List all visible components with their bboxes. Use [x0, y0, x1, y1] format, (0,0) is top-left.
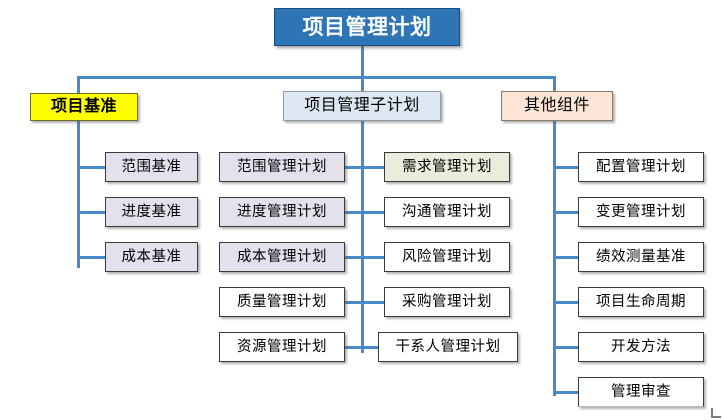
leaf-node-management-review[interactable]: 管理审查	[578, 377, 704, 407]
branch-other-4	[553, 301, 578, 304]
branch-subplan-left-4	[345, 301, 364, 304]
category-node-project-baseline[interactable]: 项目基准	[30, 93, 138, 121]
leaf-node-resource-management-plan[interactable]: 资源管理计划	[219, 332, 345, 362]
branch-other-1	[553, 166, 578, 169]
branch-subplan-left-2	[345, 211, 364, 214]
leaf-node-performance-measurement-baseline[interactable]: 绩效测量基准	[578, 242, 704, 272]
connector-drop-baseline	[77, 76, 80, 94]
leaf-node-schedule-baseline[interactable]: 进度基准	[105, 197, 198, 227]
leaf-node-scope-baseline[interactable]: 范围基准	[105, 152, 198, 182]
branch-other-2	[553, 211, 578, 214]
trunk-baseline	[77, 120, 80, 268]
leaf-node-scope-management-plan[interactable]: 范围管理计划	[219, 152, 345, 182]
branch-baseline-2	[77, 211, 105, 214]
leaf-node-schedule-management-plan[interactable]: 进度管理计划	[219, 197, 345, 227]
branch-subplan-right-3	[361, 256, 384, 259]
branch-subplan-right-2	[361, 211, 384, 214]
branch-subplan-left-3	[345, 256, 364, 259]
root-node-project-management-plan[interactable]: 项目管理计划	[274, 8, 460, 46]
leaf-node-cost-management-plan[interactable]: 成本管理计划	[219, 242, 345, 272]
leaf-node-requirements-management-plan[interactable]: 需求管理计划	[384, 152, 510, 182]
leaf-node-communications-management-plan[interactable]: 沟通管理计划	[384, 197, 510, 227]
leaf-node-change-management-plan[interactable]: 变更管理计划	[578, 197, 704, 227]
leaf-node-development-approach[interactable]: 开发方法	[578, 332, 704, 362]
connector-drop-subplans	[361, 76, 364, 94]
leaf-node-configuration-management-plan[interactable]: 配置管理计划	[578, 152, 704, 182]
leaf-node-stakeholder-management-plan[interactable]: 干系人管理计划	[378, 332, 518, 362]
leaf-node-project-life-cycle[interactable]: 项目生命周期	[578, 287, 704, 317]
connector-drop-other	[553, 76, 556, 94]
branch-subplan-right-1	[361, 166, 384, 169]
connector-root-stem	[361, 46, 364, 77]
category-node-subsidiary-plans[interactable]: 项目管理子计划	[283, 91, 441, 121]
branch-baseline-1	[77, 166, 105, 169]
branch-subplan-right-5	[361, 346, 384, 349]
trunk-subplans	[361, 120, 364, 353]
branch-subplan-left-1	[345, 166, 364, 169]
category-node-other-components[interactable]: 其他组件	[501, 91, 613, 121]
connector-category-bus	[77, 76, 555, 79]
page-corner-mark-icon	[711, 408, 721, 418]
leaf-node-risk-management-plan[interactable]: 风险管理计划	[384, 242, 510, 272]
branch-subplan-left-5	[345, 346, 364, 349]
branch-subplan-right-4	[361, 301, 384, 304]
leaf-node-procurement-management-plan[interactable]: 采购管理计划	[384, 287, 510, 317]
branch-other-6	[553, 391, 578, 394]
branch-other-5	[553, 346, 578, 349]
branch-other-3	[553, 256, 578, 259]
leaf-node-quality-management-plan[interactable]: 质量管理计划	[219, 287, 345, 317]
leaf-node-cost-baseline[interactable]: 成本基准	[105, 242, 198, 272]
branch-baseline-3	[77, 256, 105, 259]
